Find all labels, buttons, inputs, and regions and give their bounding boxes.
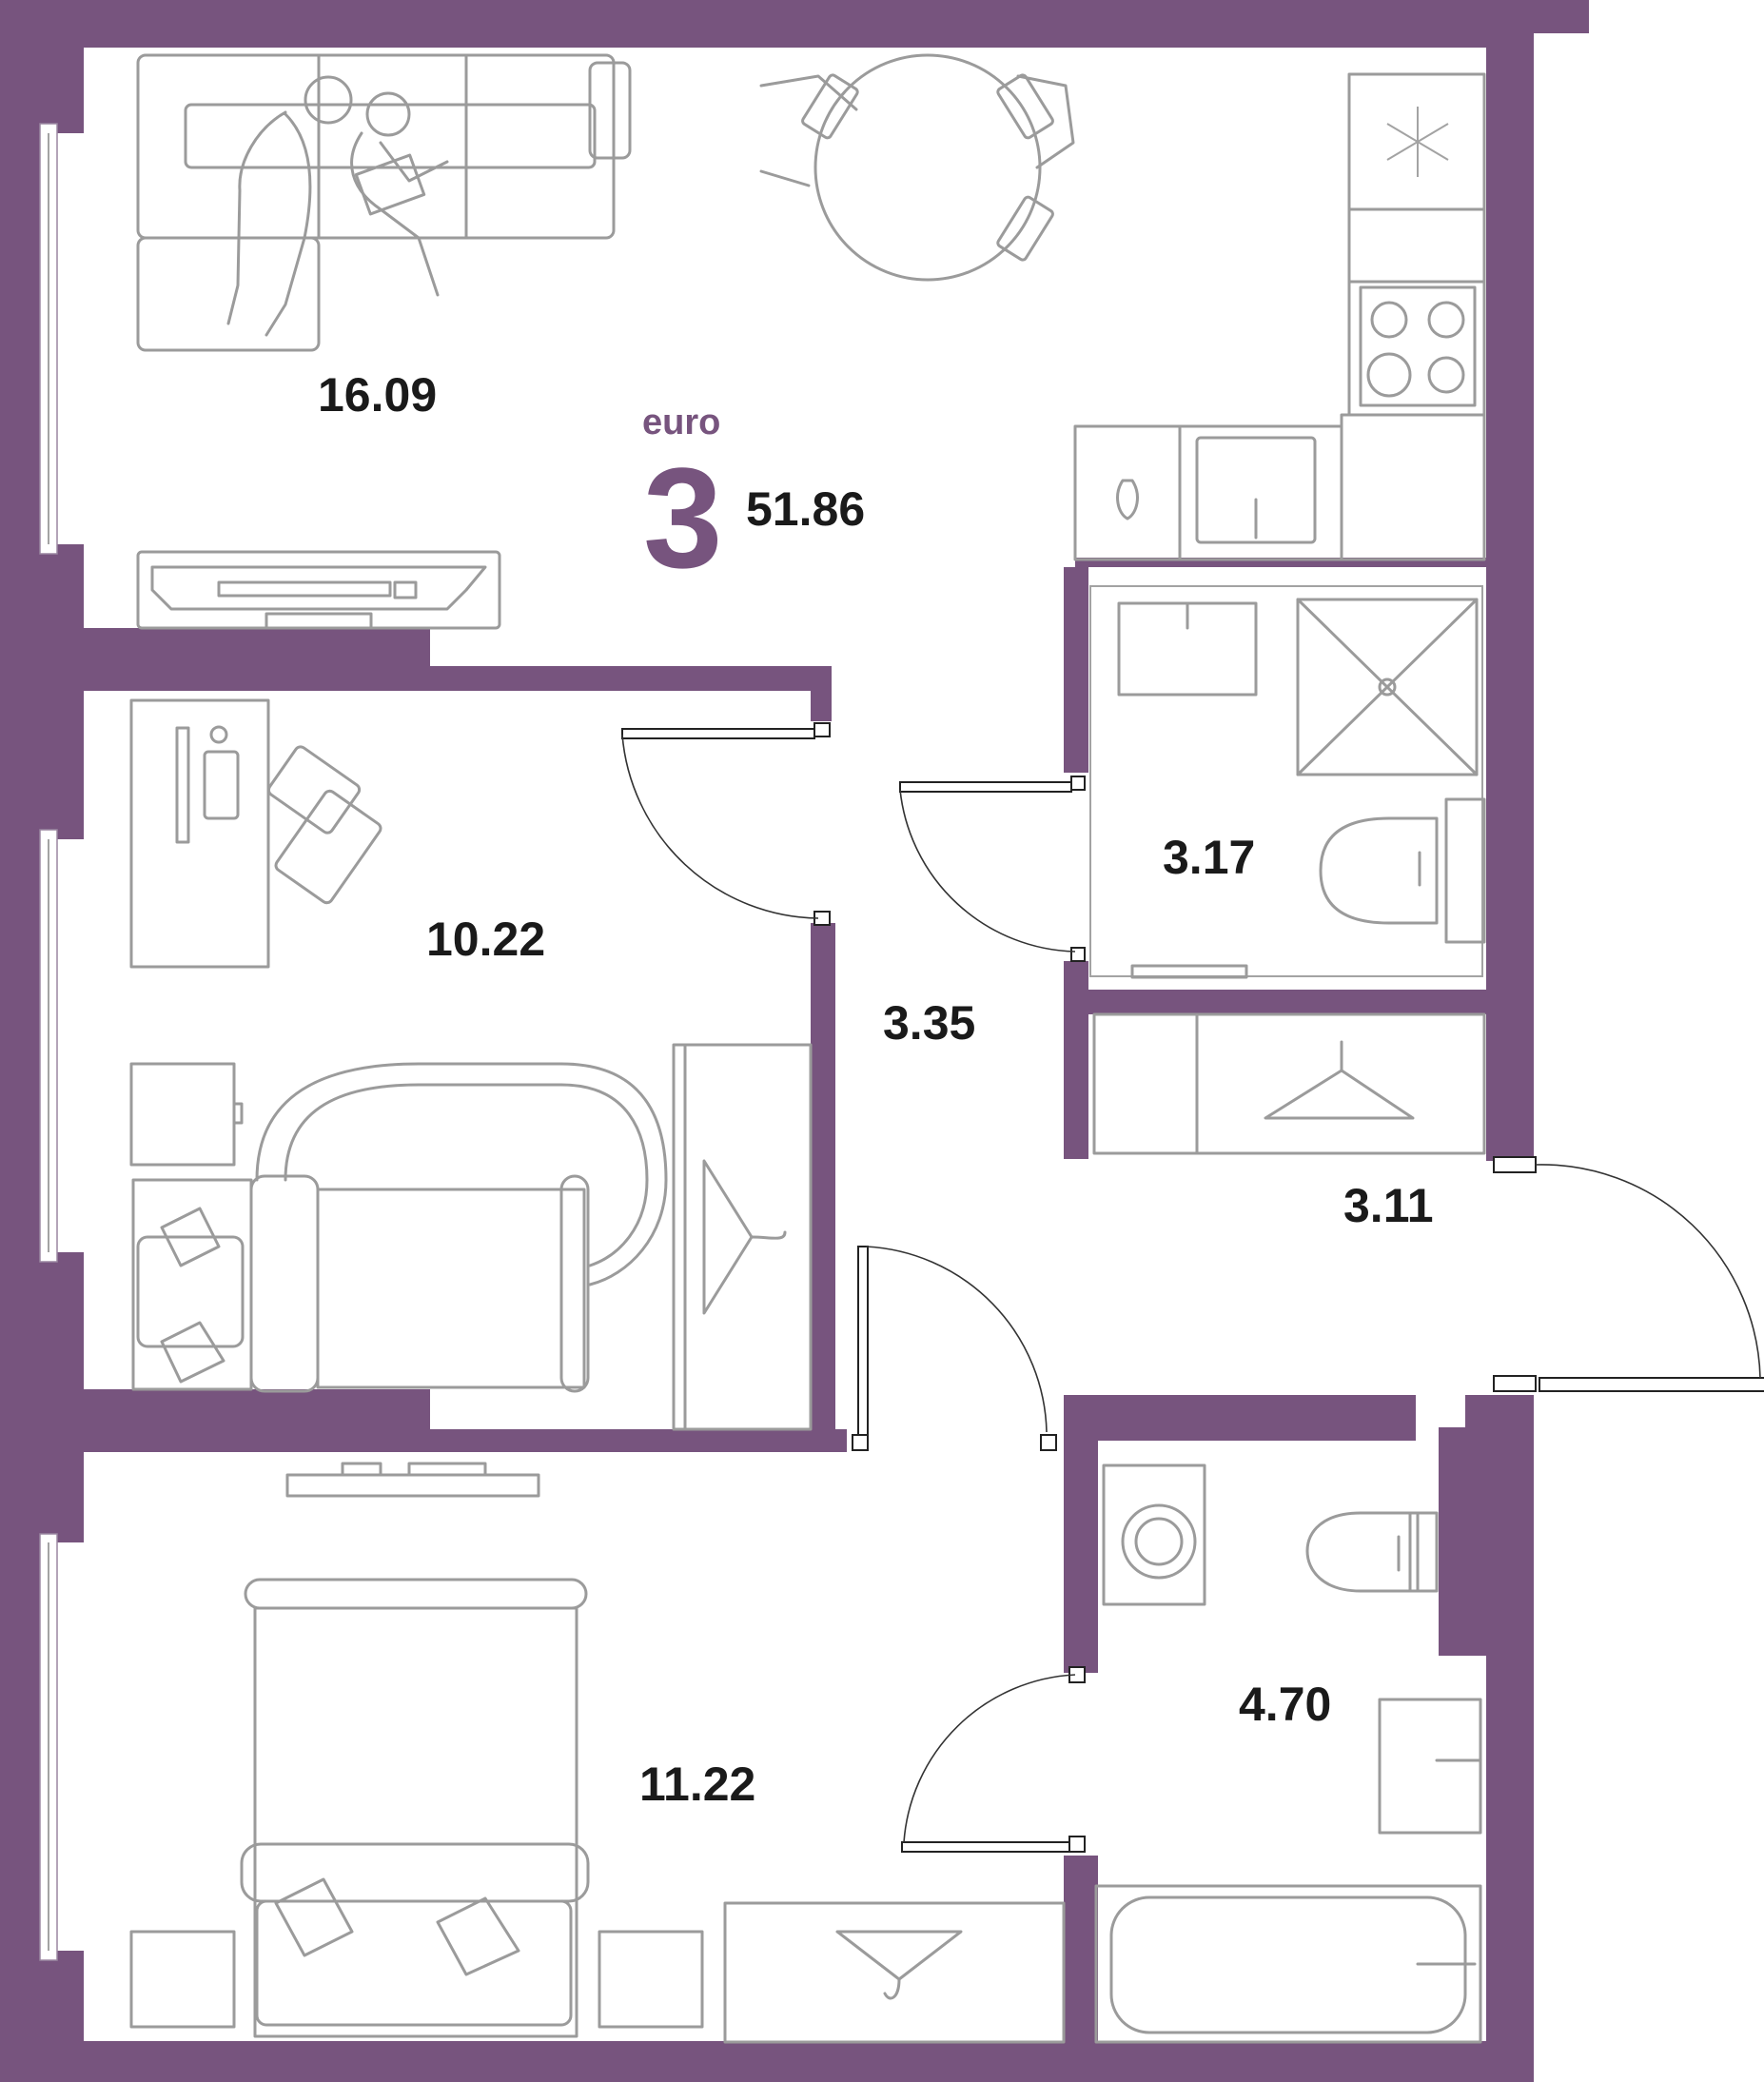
dining-table-icon — [759, 53, 1075, 282]
room-area-bedroom-2: 11.22 — [639, 1758, 755, 1811]
total-area-label: 51.86 — [746, 482, 865, 536]
bedroom-2-furniture — [129, 1462, 1066, 2044]
toilet-icon — [1305, 1511, 1439, 1593]
shower-icon — [1296, 598, 1479, 776]
washing-machine-icon — [1102, 1463, 1206, 1606]
nightstand-icon — [129, 1930, 236, 2029]
tv-icon — [285, 1462, 540, 1498]
windows — [39, 123, 58, 1961]
room-area-bathroom-1: 3.17 — [1163, 831, 1255, 884]
door-entrance — [1539, 1377, 1764, 1392]
sofa-bed-icon — [131, 1062, 668, 1393]
kitchen-icon — [1073, 72, 1486, 561]
living-room-furniture — [136, 53, 1486, 630]
room-area-living-kitchen: 16.09 — [318, 368, 437, 422]
nightstand-icon — [598, 1930, 704, 2029]
wardrobe-icon — [723, 1901, 1066, 2044]
storage-cabinet — [1092, 1012, 1486, 1155]
nightstand-icon — [129, 1062, 244, 1167]
room-area-bedroom-1: 10.22 — [426, 913, 545, 966]
bathtub-icon — [1094, 1884, 1482, 2044]
walls — [0, 0, 1589, 2082]
bed-icon — [240, 1578, 590, 2038]
door-bedroom-2 — [857, 1246, 869, 1436]
room-area-bathroom-2: 4.70 — [1239, 1678, 1331, 1731]
desk-icon — [129, 698, 382, 969]
doors — [621, 722, 1764, 1853]
wardrobe-icon — [672, 1043, 813, 1431]
sofa-icon — [136, 53, 632, 352]
bedroom-1-furniture — [129, 698, 813, 1431]
washbasin-icon — [1378, 1698, 1482, 1835]
people-icon — [226, 75, 449, 337]
room-area-hallway: 3.35 — [883, 996, 975, 1050]
apartment-type-label: euro — [642, 403, 720, 442]
tv-stand-icon — [136, 550, 501, 630]
hanger-icon — [702, 1159, 787, 1315]
room-area-corridor: 3.11 — [1343, 1179, 1434, 1232]
door-bathroom-2 — [901, 1841, 1074, 1853]
sink-icon — [1195, 436, 1317, 544]
bathroom-1-furniture — [1089, 585, 1486, 1155]
door-bathroom-1 — [899, 781, 1072, 793]
toilet-icon — [1319, 797, 1486, 944]
door-bedroom-1 — [621, 728, 815, 739]
bathroom-2-furniture — [1094, 1463, 1482, 2044]
rooms-count-label: 3 — [643, 438, 722, 598]
labels: euro 3 51.86 16.09 10.22 3.35 3.17 3.11 … — [318, 368, 1434, 1811]
stove-icon — [1359, 285, 1477, 407]
washbasin-icon — [1117, 601, 1258, 697]
snowflake-icon — [1386, 107, 1449, 177]
